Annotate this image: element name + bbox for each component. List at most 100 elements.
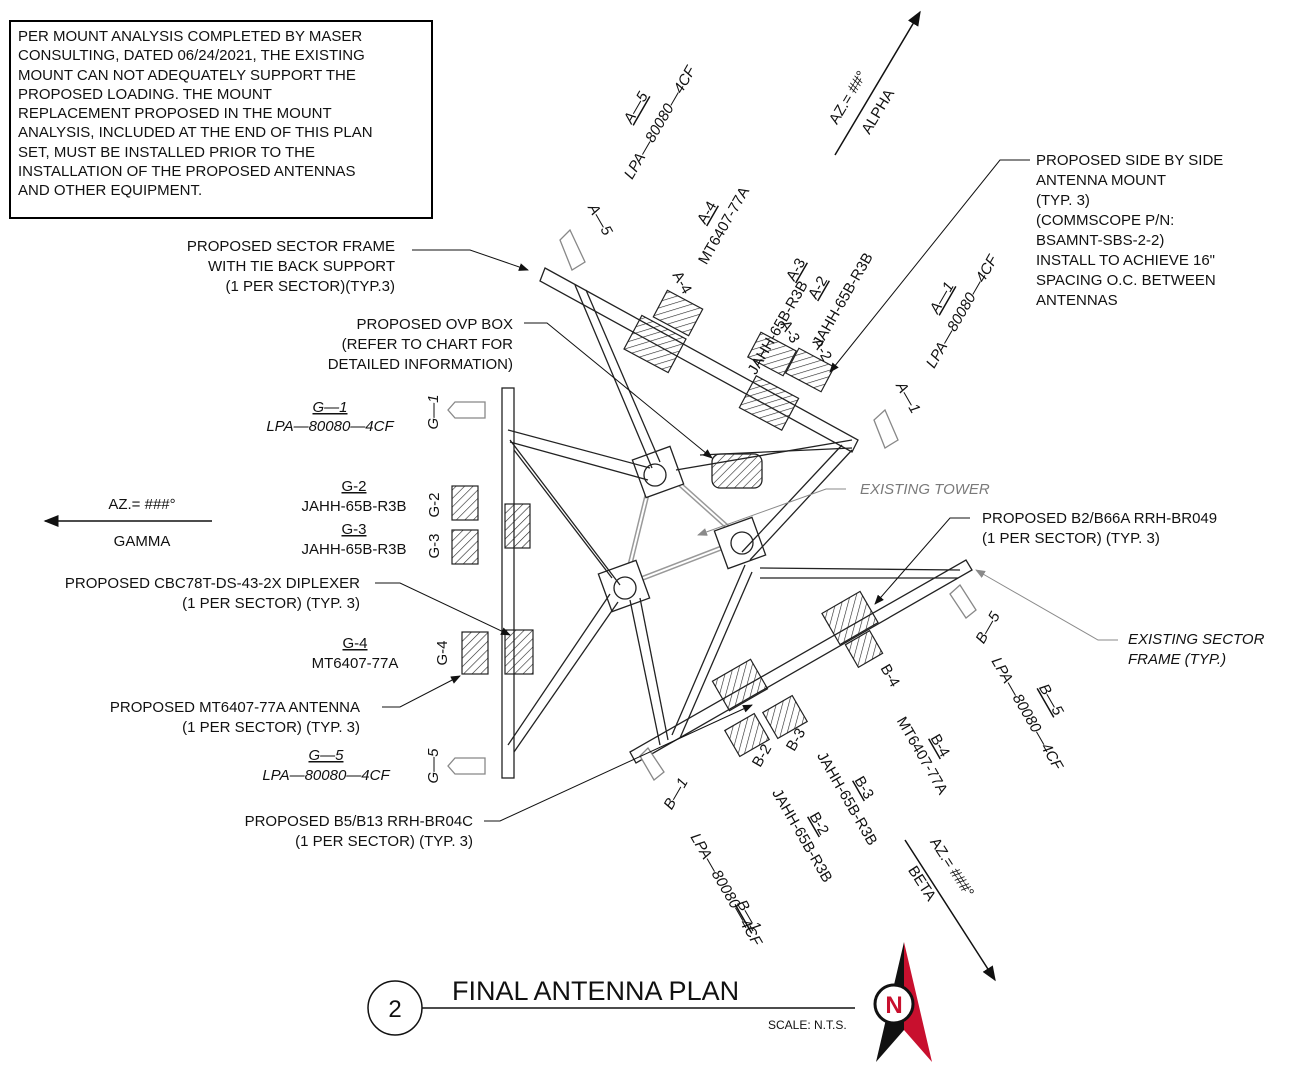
- alpha-antennas: [623, 289, 836, 431]
- svg-text:G-3: G-3: [426, 533, 443, 558]
- ovp-box-callout: PROPOSED OVP BOX (REFER TO CHART FOR DET…: [328, 316, 513, 373]
- note-line: MOUNT CAN NOT ADEQUATELY SUPPORT THE: [18, 66, 356, 84]
- svg-text:BSAMNT-SBS-2-2): BSAMNT-SBS-2-2): [1036, 232, 1164, 249]
- svg-text:PROPOSED B5/B13 RRH-BR04C: PROPOSED B5/B13 RRH-BR04C: [245, 813, 474, 830]
- rrh-b5-callout: PROPOSED B5/B13 RRH-BR04C (1 PER SECTOR)…: [245, 813, 474, 850]
- svg-text:WITH TIE BACK SUPPORT: WITH TIE BACK SUPPORT: [208, 258, 395, 275]
- svg-text:EXISTING SECTOR: EXISTING SECTOR: [1128, 631, 1265, 648]
- alpha-azimuth-label: AZ.= ##° ALPHA: [826, 68, 898, 137]
- scale-note: SCALE: N.T.S.: [768, 1018, 847, 1032]
- svg-text:A—5: A—5: [584, 200, 616, 239]
- svg-text:MT6407-77A: MT6407-77A: [312, 655, 399, 672]
- note-line: REPLACEMENT PROPOSED IN THE MOUNT: [18, 105, 332, 123]
- svg-text:ALPHA: ALPHA: [858, 86, 898, 137]
- svg-text:(1 PER SECTOR) (TYP. 3): (1 PER SECTOR) (TYP. 3): [182, 719, 360, 736]
- rrh-b2-callout: PROPOSED B2/B66A RRH-BR049 (1 PER SECTOR…: [982, 510, 1217, 547]
- svg-text:G-2: G-2: [341, 478, 366, 495]
- existing-tower-callout: EXISTING TOWER: [860, 481, 990, 498]
- note-line: INSTALLATION OF THE PROPOSED ANTENNAS: [18, 163, 356, 181]
- gamma-azimuth-label: AZ.= ###° GAMMA: [108, 496, 175, 550]
- note-line: ANALYSIS, INCLUDED AT THE END OF THIS PL…: [18, 124, 373, 142]
- svg-text:G-2: G-2: [426, 492, 443, 517]
- antenna-label-a1: A—1 LPA—80080—4CF A—1: [892, 252, 1002, 417]
- svg-text:JAHH-65B-R3B: JAHH-65B-R3B: [301, 498, 406, 515]
- drawing-title: FINAL ANTENNA PLAN: [452, 976, 739, 1006]
- svg-text:G-4: G-4: [342, 635, 367, 652]
- svg-text:B—5: B—5: [972, 608, 1004, 646]
- svg-text:PROPOSED OVP BOX: PROPOSED OVP BOX: [357, 316, 513, 333]
- svg-text:A-2: A-2: [805, 273, 831, 302]
- lpa-antennas: [447, 228, 977, 781]
- gray-leader-lines: [697, 488, 1118, 641]
- svg-text:G—1: G—1: [312, 399, 347, 416]
- beta-antennas: [711, 590, 884, 758]
- svg-text:PROPOSED MT6407-77A ANTENNA: PROPOSED MT6407-77A ANTENNA: [110, 699, 360, 716]
- svg-text:JAHH-65B-R3B: JAHH-65B-R3B: [768, 786, 835, 885]
- svg-text:PROPOSED SIDE BY SIDE: PROPOSED SIDE BY SIDE: [1036, 152, 1223, 169]
- svg-text:PROPOSED SECTOR FRAME: PROPOSED SECTOR FRAME: [187, 238, 395, 255]
- svg-text:G—5: G—5: [308, 747, 344, 764]
- sector-frame-callout: PROPOSED SECTOR FRAME WITH TIE BACK SUPP…: [187, 238, 395, 295]
- svg-text:PROPOSED B2/B66A RRH-BR049: PROPOSED B2/B66A RRH-BR049: [982, 510, 1217, 527]
- azimuth-arrows: [43, 10, 996, 982]
- svg-text:(COMMSCOPE P/N:: (COMMSCOPE P/N:: [1036, 212, 1174, 229]
- gamma-sector-frame: [501, 387, 651, 779]
- svg-text:G-3: G-3: [341, 521, 366, 538]
- svg-text:INSTALL TO ACHIEVE 16": INSTALL TO ACHIEVE 16": [1036, 252, 1215, 269]
- leader-lines: [375, 159, 1030, 822]
- gamma-antennas: [451, 485, 534, 675]
- antenna-label-g3: G-3 JAHH-65B-R3B G-3: [301, 521, 443, 559]
- svg-text:BETA: BETA: [904, 863, 939, 904]
- svg-text:LPA—80080—4CF: LPA—80080—4CF: [266, 418, 394, 435]
- mt-antenna-callout: PROPOSED MT6407-77A ANTENNA (1 PER SECTO…: [110, 699, 360, 736]
- antenna-label-a4: A-4 MT6407-77A A-4: [669, 184, 753, 297]
- antenna-label-b4: B-4 MT6407-77A B-4: [877, 661, 953, 797]
- svg-text:A—1: A—1: [892, 378, 924, 416]
- svg-text:B—5: B—5: [1035, 681, 1067, 719]
- svg-text:(REFER TO CHART FOR: (REFER TO CHART FOR: [342, 336, 514, 353]
- alpha-ovp-box: [711, 453, 763, 489]
- antenna-label-g5: G—5 LPA—80080—4CF G—5: [262, 747, 442, 784]
- existing-sector-callout: EXISTING SECTOR FRAME (TYP.): [1128, 631, 1265, 668]
- antenna-label-b1: B—1 LPA—80080—4CF B—1: [660, 775, 765, 950]
- note-line: CONSULTING, DATED 06/24/2021, THE EXISTI…: [18, 47, 365, 65]
- note-line: PER MOUNT ANALYSIS COMPLETED BY MASER: [18, 28, 363, 45]
- svg-text:GAMMA: GAMMA: [114, 533, 171, 550]
- north-arrow-icon: N: [873, 942, 932, 1062]
- mount-analysis-note: PER MOUNT ANALYSIS COMPLETED BY MASER CO…: [9, 20, 433, 219]
- note-line: PROPOSED LOADING. THE MOUNT: [18, 85, 272, 103]
- svg-text:AZ.= ###°: AZ.= ###°: [108, 496, 175, 513]
- svg-text:(1 PER SECTOR) (TYP. 3): (1 PER SECTOR) (TYP. 3): [295, 833, 473, 850]
- svg-text:(1 PER SECTOR) (TYP. 3): (1 PER SECTOR) (TYP. 3): [182, 595, 360, 612]
- svg-text:LPA—80080—4CF: LPA—80080—4CF: [262, 767, 390, 784]
- svg-text:SPACING O.C. BETWEEN: SPACING O.C. BETWEEN: [1036, 272, 1216, 289]
- svg-text:G—5: G—5: [425, 748, 442, 784]
- svg-text:LPA—80080—4CF: LPA—80080—4CF: [687, 830, 766, 949]
- antenna-label-g2: G-2 JAHH-65B-R3B G-2: [301, 478, 443, 518]
- svg-text:(TYP. 3): (TYP. 3): [1036, 192, 1090, 209]
- svg-text:PROPOSED CBC78T-DS-43-2X DIPLE: PROPOSED CBC78T-DS-43-2X DIPLEXER: [65, 575, 360, 592]
- svg-text:MT6407-77A: MT6407-77A: [695, 184, 753, 268]
- svg-text:ANTENNA MOUNT: ANTENNA MOUNT: [1036, 172, 1166, 189]
- diplexer-callout: PROPOSED CBC78T-DS-43-2X DIPLEXER (1 PER…: [65, 575, 360, 612]
- antenna-label-a5: A—5 LPA—80080—4CF A—5: [584, 63, 700, 239]
- svg-text:B-4: B-4: [877, 661, 903, 690]
- beta-azimuth-label: AZ.= ###° BETA: [904, 835, 977, 904]
- side-mount-callout: PROPOSED SIDE BY SIDE ANTENNA MOUNT (TYP…: [1036, 152, 1223, 309]
- svg-text:DETAILED INFORMATION): DETAILED INFORMATION): [328, 356, 513, 373]
- svg-text:FRAME (TYP.): FRAME (TYP.): [1128, 651, 1226, 668]
- antenna-label-a2: A-2 JAHH-65B-R3B A-2: [805, 250, 877, 364]
- title-block: 2 FINAL ANTENNA PLAN SCALE: N.T.S.: [367, 976, 855, 1036]
- antenna-label-b5: B—5 LPA—80080—4CF B—5: [972, 608, 1067, 773]
- svg-text:ANTENNAS: ANTENNAS: [1036, 292, 1118, 309]
- drawing-number: 2: [388, 996, 401, 1023]
- antenna-label-g4: G-4 MT6407-77A G-4: [312, 635, 451, 672]
- svg-text:A—5: A—5: [620, 88, 652, 127]
- svg-text:G-4: G-4: [434, 640, 451, 665]
- note-line: AND OTHER EQUIPMENT.: [18, 182, 203, 200]
- note-line: SET, MUST BE INSTALLED PRIOR TO THE: [18, 143, 316, 161]
- svg-text:(1 PER SECTOR)(TYP.3): (1 PER SECTOR)(TYP.3): [226, 278, 395, 295]
- svg-text:JAHH-65B-R3B: JAHH-65B-R3B: [301, 541, 406, 558]
